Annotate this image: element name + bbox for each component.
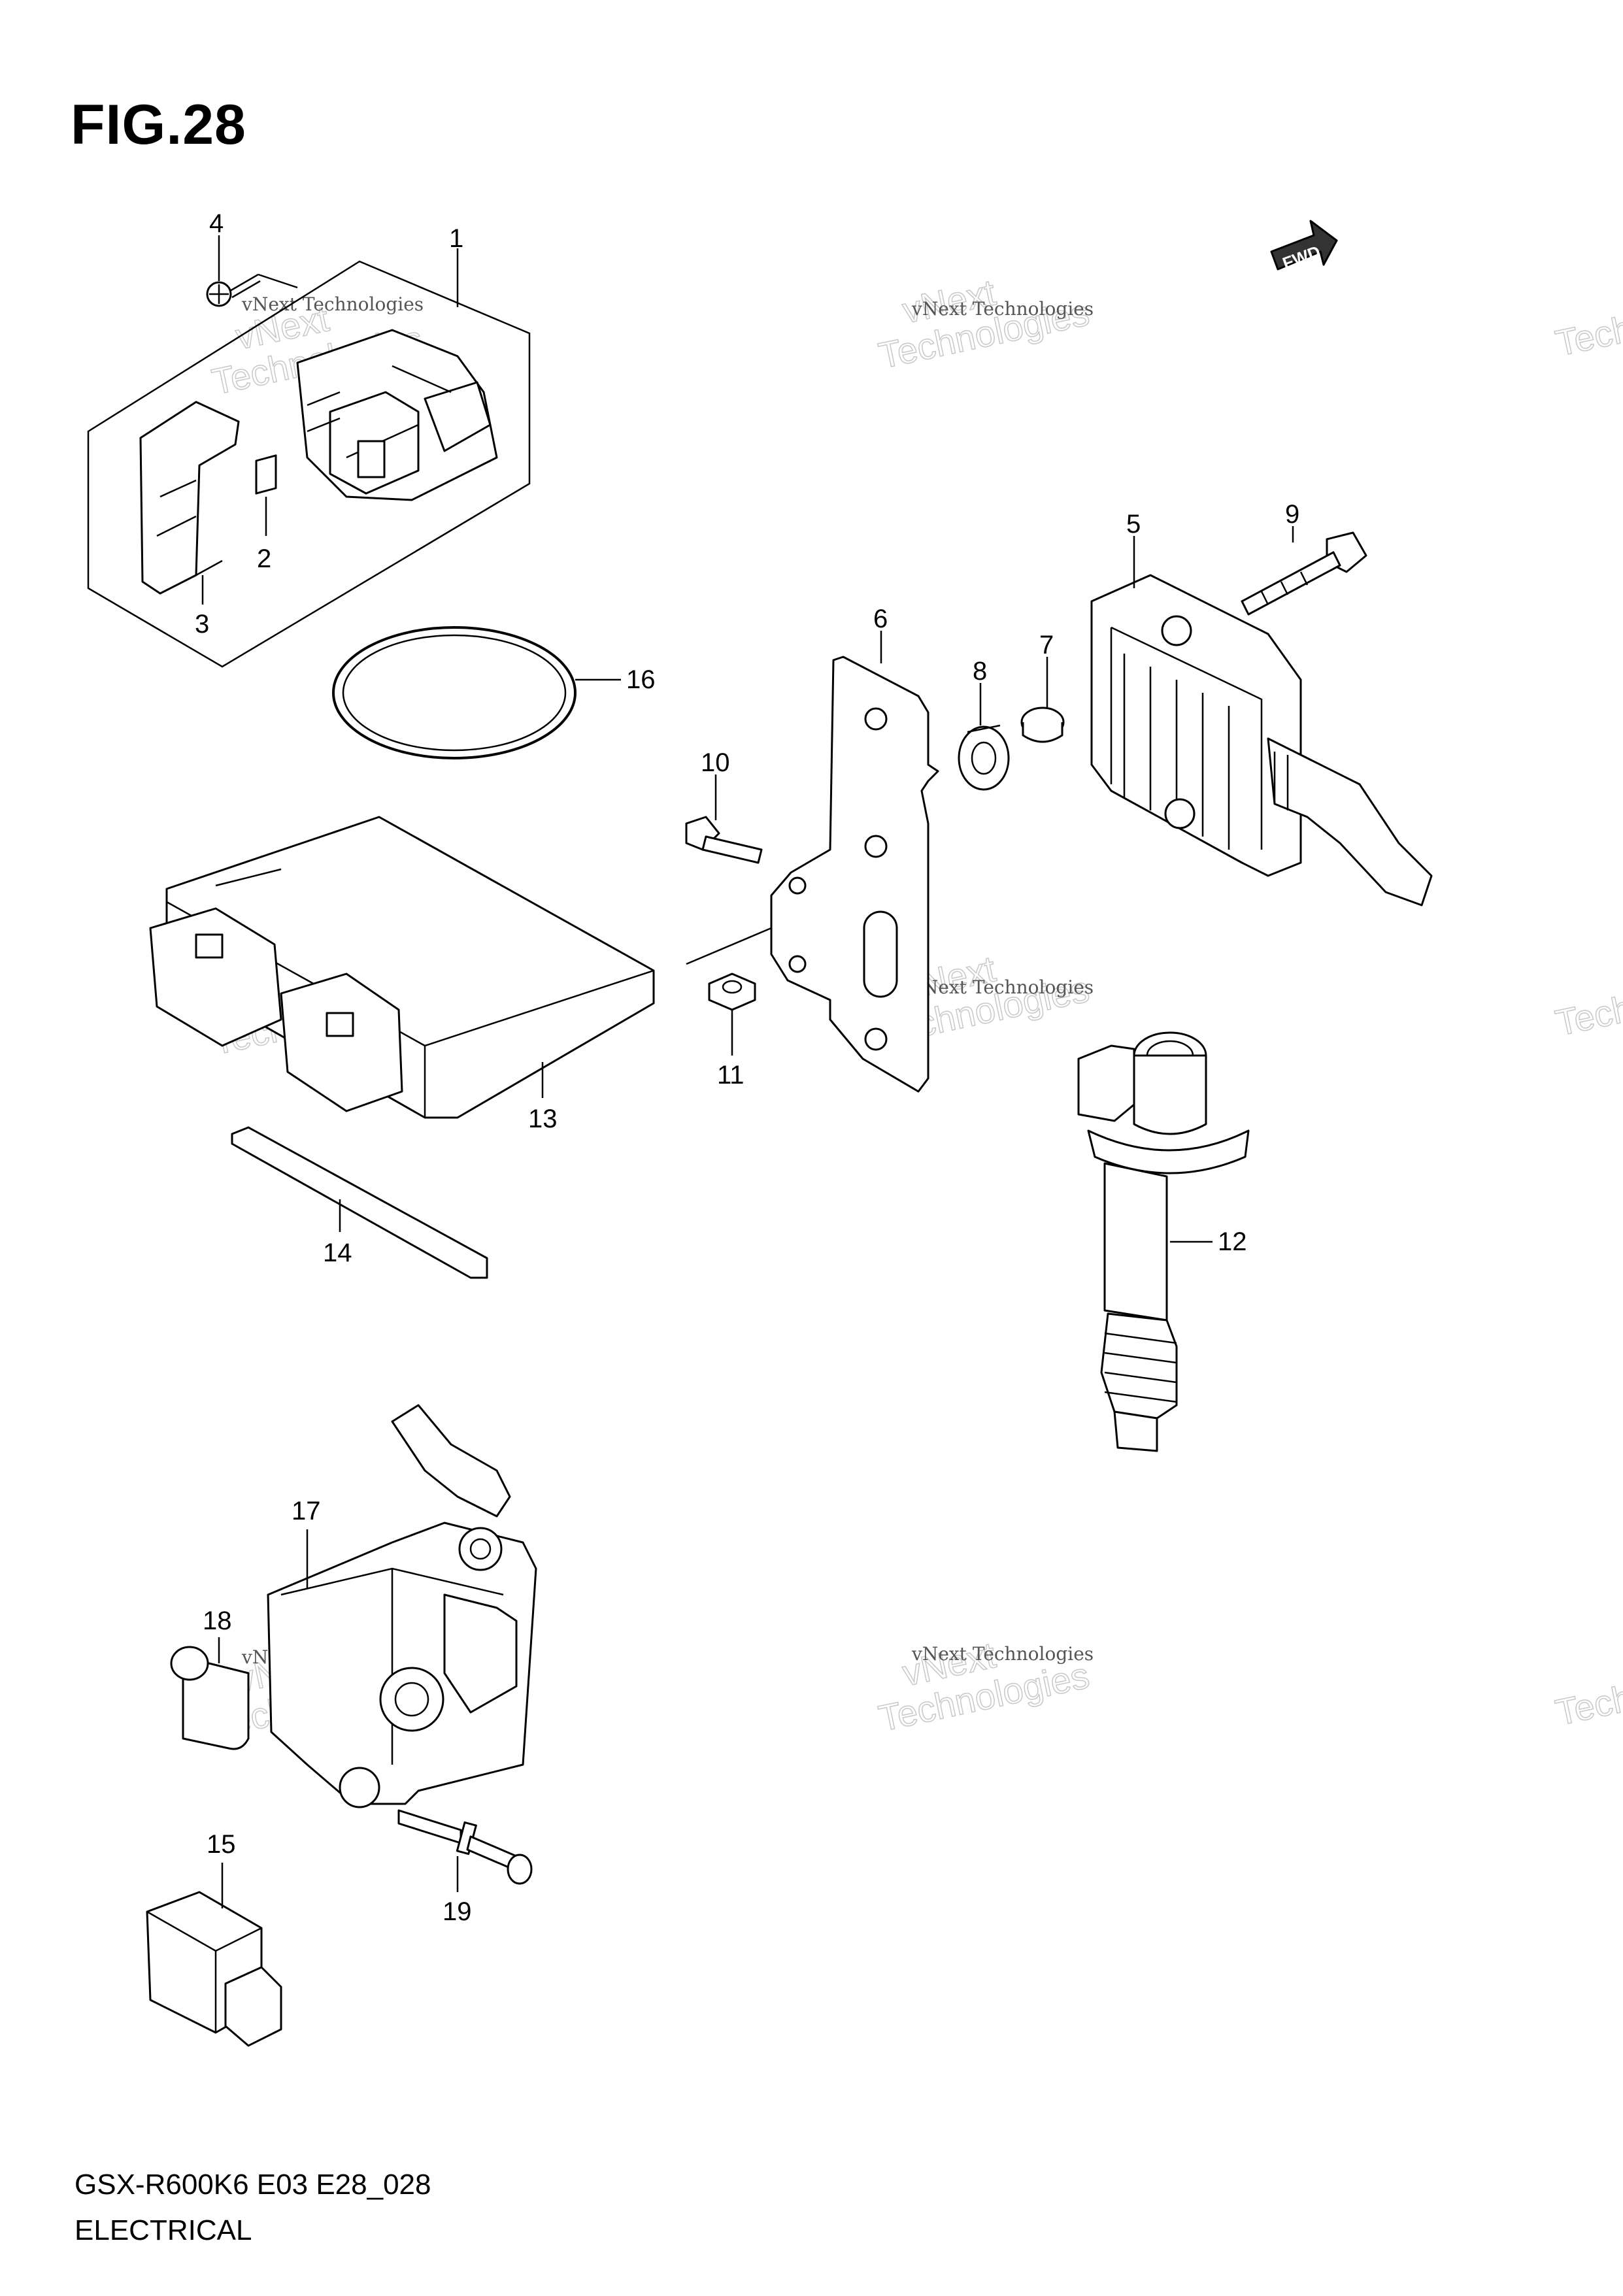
callout-3: 3 [195, 610, 209, 639]
band-ring [332, 626, 577, 759]
watermark-text: vNext Technologies [911, 976, 1094, 998]
watermark-outline-edge: Technologies [1552, 1648, 1623, 1733]
callout-6: 6 [873, 605, 888, 633]
callout-19: 19 [443, 1897, 472, 1926]
callout-14: 14 [323, 1239, 352, 1267]
sensor-assembly [267, 1404, 537, 1808]
watermark-text: vNext Technologies [241, 293, 424, 315]
callout-16: 16 [626, 665, 656, 694]
spacer-18 [170, 1646, 250, 1750]
callout-10: 10 [701, 748, 730, 777]
model-code: GSX-R600K6 E03 E28_028 [75, 2169, 431, 2201]
section-name: ELECTRICAL [75, 2214, 252, 2246]
callout-11: 11 [717, 1061, 745, 1090]
bolt-9 [1241, 531, 1367, 616]
callout-13: 13 [528, 1105, 558, 1133]
callout-numbers: 1 2 3 4 5 6 7 8 9 10 11 12 13 14 15 16 1… [195, 209, 1299, 1926]
callout-5: 5 [1126, 510, 1141, 539]
mounting-bracket [770, 656, 939, 1093]
callout-1: 1 [449, 224, 463, 253]
watermark-text: vNext Technologies [911, 298, 1094, 320]
sensor-connector [146, 1891, 282, 2047]
fwd-arrow-icon: FWD [1270, 220, 1338, 273]
ignition-coil [1077, 1031, 1250, 1452]
callout-7: 7 [1039, 631, 1054, 659]
fuse-box-assembly [87, 260, 531, 668]
figure-title: FIG.28 [71, 93, 246, 156]
callout-2: 2 [257, 544, 271, 573]
watermark-text: vNext Technologies [911, 1643, 1094, 1665]
watermark-outline-edge: Technologies [1552, 279, 1623, 364]
callout-17: 17 [292, 1497, 321, 1525]
leader-lines [201, 235, 1294, 1908]
regulator-rectifier [1090, 574, 1433, 907]
nut-11 [686, 927, 772, 1011]
ecm-unit [149, 816, 655, 1119]
collar-7 [1020, 707, 1065, 743]
bolt-10 [685, 816, 763, 864]
adhesive-strip [231, 1126, 488, 1279]
grommet-8 [958, 724, 1010, 791]
callout-12: 12 [1218, 1227, 1247, 1256]
callout-9: 9 [1285, 500, 1299, 529]
callout-18: 18 [203, 1606, 232, 1635]
screw-19 [397, 1809, 533, 1885]
callout-4: 4 [209, 209, 224, 238]
callout-15: 15 [207, 1830, 236, 1859]
callout-8: 8 [973, 657, 987, 686]
watermark-outline-edge: Technologies [1552, 959, 1623, 1044]
